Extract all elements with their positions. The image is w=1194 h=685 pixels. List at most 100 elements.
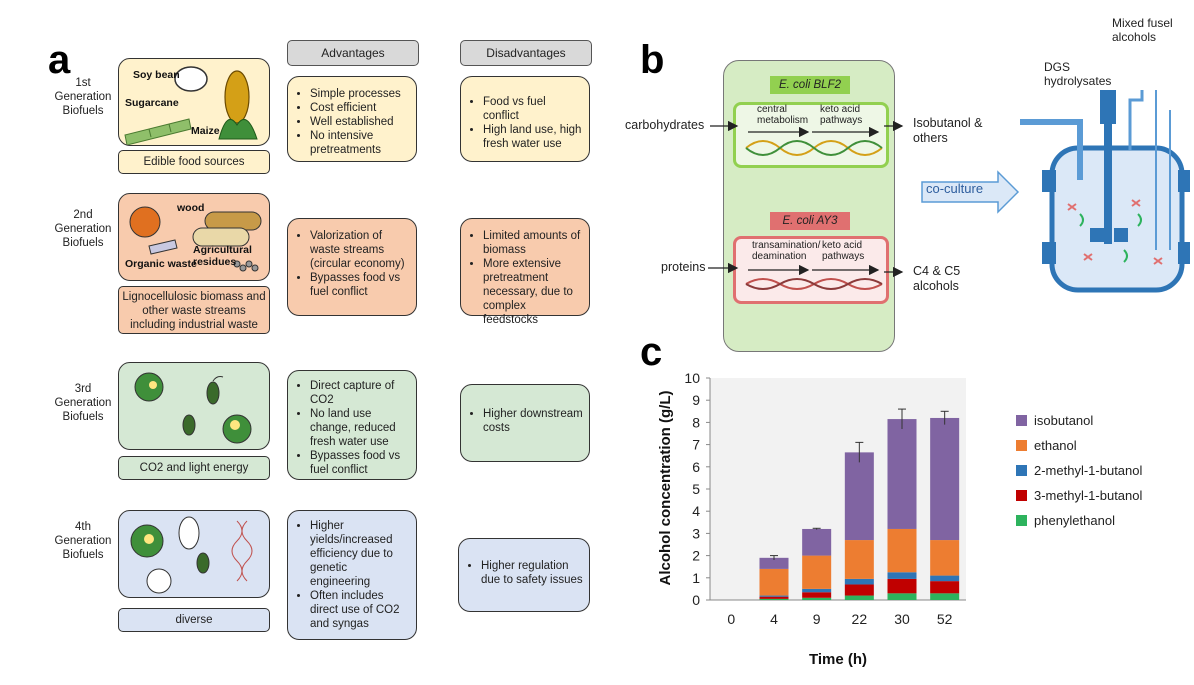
x-axis-label: Time (h)	[809, 651, 867, 668]
soybean-icon	[174, 66, 208, 92]
gen1-disadvantages: Food vs fuel conflictHigh land use, high…	[460, 76, 590, 162]
wood-label: wood	[177, 202, 205, 214]
disadvantages-header: Disadvantages	[460, 40, 592, 66]
gen2-sources-illustration	[129, 206, 262, 272]
gen1-label: 1st Generation Biofuels	[54, 77, 112, 117]
bar-segment	[802, 592, 832, 598]
list-item: Bypasses food vs fuel conflict	[310, 271, 410, 299]
list-item: Simple processes	[310, 87, 410, 101]
outlet-pipe	[1128, 90, 1144, 150]
gen2-caption: Lignocellulosic biomass and other waste …	[118, 286, 270, 334]
x-tick-label: 4	[770, 611, 778, 627]
panel-b-letter: b	[640, 38, 665, 82]
gen4-caption: diverse	[118, 608, 270, 632]
gen2-label: 2nd Generation Biofuels	[54, 209, 112, 249]
gen1-caption: Edible food sources	[118, 150, 270, 174]
bar-segment	[802, 597, 832, 600]
x-tick-label: 30	[894, 611, 910, 627]
list-item: High land use, high fresh water use	[483, 123, 583, 151]
list-item: Often includes direct use of CO2 and syn…	[310, 589, 410, 631]
sugarcane-label: Sugarcane	[125, 97, 179, 109]
list-item: Cost efficient	[310, 101, 410, 115]
gen3-caption: CO2 and light energy	[118, 456, 270, 480]
wood-icon	[192, 211, 262, 247]
organic-waste-icon	[129, 206, 161, 238]
legend-label: 2-methyl-1-butanol	[1034, 463, 1142, 478]
bar-segment	[802, 555, 832, 589]
bar-segment	[930, 540, 960, 576]
bar-segment	[759, 596, 789, 599]
bioreactor-vessel	[1049, 145, 1185, 293]
x-tick-label: 9	[813, 611, 821, 627]
gen2-disadvantages: Limited amounts of biomassMore extensive…	[460, 218, 590, 326]
fish-waste-icon	[148, 239, 178, 255]
bar-segment	[844, 584, 874, 596]
list-item: Higher yields/increased efficiency due t…	[310, 519, 410, 589]
step2a-label: transamination/ deamination	[752, 240, 821, 262]
legend-swatch	[1016, 465, 1027, 476]
list-item: Valorization of waste streams (circular …	[310, 229, 410, 271]
input2-label: proteins	[661, 260, 706, 274]
sugarcane-icon	[124, 118, 192, 145]
bar-segment	[930, 593, 960, 600]
advantages-header: Advantages	[287, 40, 419, 66]
legend-swatch	[1016, 490, 1027, 501]
y-axis-label: Alcohol concentration (g/L)	[657, 391, 674, 586]
product-label: Mixed fusel alcohols	[1112, 16, 1173, 44]
dna-strand-2b	[745, 278, 883, 290]
gen3-label: 3rd Generation Biofuels	[54, 383, 112, 423]
legend-swatch	[1016, 415, 1027, 426]
output1-label: Isobutanol & others	[913, 116, 983, 145]
y-tick-label: 4	[692, 503, 700, 519]
legend-label: ethanol	[1034, 438, 1077, 453]
bar-segment	[759, 557, 789, 569]
agricultural-residues-icon	[233, 260, 259, 272]
y-tick-label: 6	[692, 459, 700, 475]
microalgae-icon	[134, 372, 252, 444]
gen1-advantages: Simple processesCost efficientWell estab…	[287, 76, 417, 162]
bar-segment	[887, 593, 917, 600]
list-item: Bypasses food vs fuel conflict	[310, 449, 410, 477]
list-item: Limited amounts of biomass	[483, 229, 583, 257]
step2b-label: keto acid pathways	[822, 240, 865, 262]
agricultural-residues-label: Agricultural residues	[193, 244, 252, 268]
maize-label: Maize	[191, 125, 220, 137]
gen4-image-box	[118, 510, 270, 598]
x-tick-label: 22	[852, 611, 868, 627]
bar-segment	[759, 598, 789, 600]
y-tick-label: 7	[692, 437, 700, 453]
bar-segment	[759, 568, 789, 596]
soybean-label: Soy bean	[133, 69, 180, 81]
list-item: No intensive pretreatments	[310, 129, 410, 157]
legend-swatch	[1016, 515, 1027, 526]
panel-a-letter: a	[48, 38, 71, 82]
bar-segment	[802, 588, 832, 593]
organic-waste-label: Organic waste	[125, 258, 197, 270]
bar-segment	[844, 595, 874, 600]
bar-segment	[844, 540, 874, 579]
legend-swatch	[1016, 440, 1027, 451]
gen3-disadvantages: Higher downstream costs	[460, 384, 590, 462]
y-tick-label: 0	[692, 592, 700, 608]
step1a-label: central metabolism	[757, 104, 809, 126]
gen3-image-box	[118, 362, 270, 450]
bar-segment	[887, 528, 917, 573]
feed-pipe	[1020, 119, 1083, 180]
output2-label: C4 & C5 alcohols	[913, 264, 961, 293]
coculture-label: co-culture	[926, 181, 984, 196]
plot-area	[710, 378, 966, 600]
maize-icon	[218, 70, 258, 140]
y-tick-label: 3	[692, 525, 700, 541]
coculture-arrow	[921, 170, 1020, 214]
bacteria-icons	[1067, 199, 1163, 265]
gen1-sources-illustration	[124, 66, 258, 145]
list-item: Direct capture of CO2	[310, 379, 410, 407]
gen1-image-box: Soy bean Sugarcane Maize	[118, 58, 270, 146]
gen4-advantages: Higher yields/increased efficiency due t…	[287, 510, 417, 640]
bar-segment	[802, 528, 832, 556]
bar-segment	[930, 417, 960, 541]
list-item: Higher downstream costs	[483, 407, 583, 435]
bar-segment	[844, 452, 874, 541]
y-tick-label: 2	[692, 548, 700, 564]
list-item: Food vs fuel conflict	[483, 95, 583, 123]
